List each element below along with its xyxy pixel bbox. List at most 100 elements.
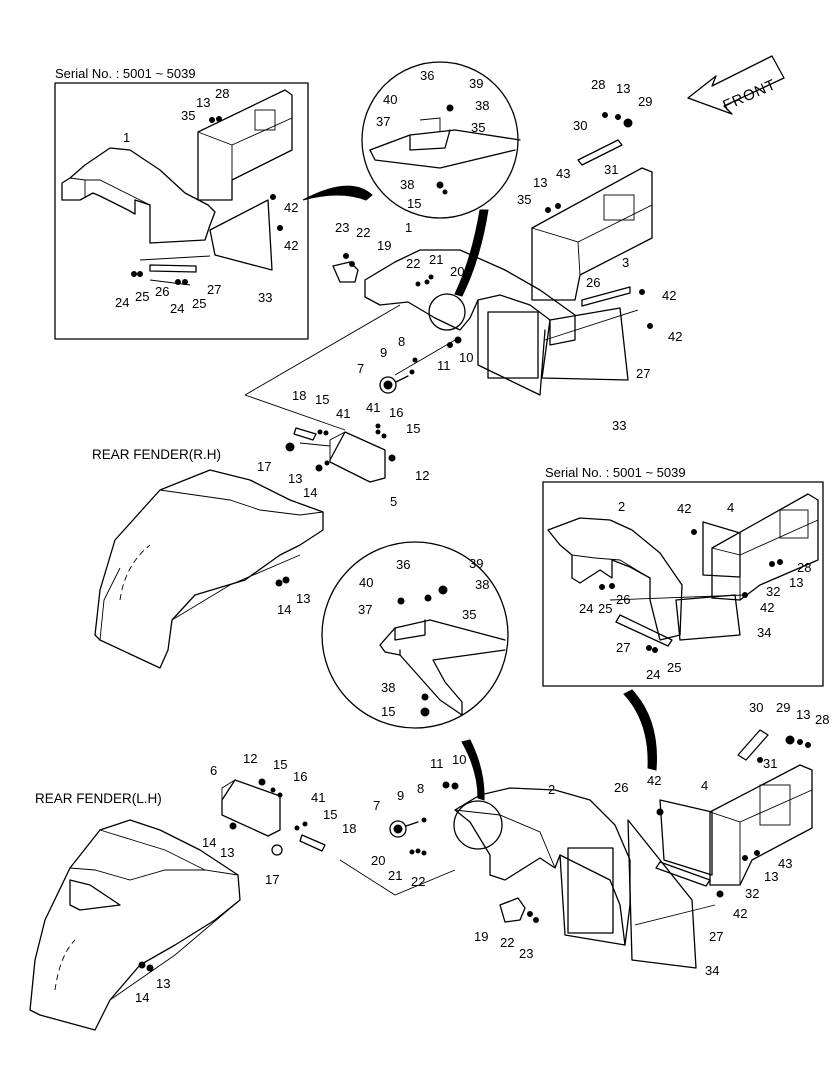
detail-circle-middle bbox=[321, 541, 657, 801]
callout: 13 bbox=[796, 707, 810, 722]
callout: 2 bbox=[548, 782, 555, 797]
callout: 28 bbox=[797, 560, 811, 575]
callout: 32 bbox=[745, 886, 759, 901]
rear-fender-lh-title: REAR FENDER(L.H) bbox=[35, 791, 162, 806]
callout: 26 bbox=[586, 275, 600, 290]
callout: 14 bbox=[303, 485, 317, 500]
callout: 34 bbox=[705, 963, 719, 978]
callout: 35 bbox=[471, 120, 485, 135]
callout: 23 bbox=[335, 220, 349, 235]
callout: 38 bbox=[475, 577, 489, 592]
serial-lh-title: Serial No. : 5001 ~ 5039 bbox=[545, 465, 686, 480]
callout: 14 bbox=[202, 835, 216, 850]
callout: 15 bbox=[406, 421, 420, 436]
callout: 32 bbox=[766, 584, 780, 599]
callout: 4 bbox=[727, 500, 734, 515]
callout: 14 bbox=[277, 602, 291, 617]
callout: 42 bbox=[760, 600, 774, 615]
callout: 30 bbox=[749, 700, 763, 715]
callout: 38 bbox=[381, 680, 395, 695]
rear-fender-rh-title: REAR FENDER(R.H) bbox=[92, 447, 221, 462]
front-label: FRONT bbox=[720, 76, 779, 115]
callout: 8 bbox=[398, 334, 405, 349]
callout: 38 bbox=[400, 177, 414, 192]
callout: 2 bbox=[618, 499, 625, 514]
front-arrow: FRONT bbox=[687, 55, 785, 115]
callout: 24 bbox=[579, 601, 593, 616]
callout: 28 bbox=[591, 77, 605, 92]
callout: 16 bbox=[293, 769, 307, 784]
callout: 10 bbox=[459, 350, 473, 365]
callout: 24 bbox=[115, 295, 129, 310]
callout: 13 bbox=[196, 95, 210, 110]
callout: 7 bbox=[373, 798, 380, 813]
callout: 26 bbox=[614, 780, 628, 795]
callout: 42 bbox=[733, 906, 747, 921]
callout: 42 bbox=[647, 773, 661, 788]
callout: 11 bbox=[437, 358, 451, 373]
callout: 24 bbox=[646, 667, 660, 682]
callout: 40 bbox=[383, 92, 397, 107]
callout: 15 bbox=[315, 392, 329, 407]
callout: 23 bbox=[519, 946, 533, 961]
callout: 42 bbox=[677, 501, 691, 516]
callout: 25 bbox=[192, 296, 206, 311]
callout: 9 bbox=[397, 788, 404, 803]
detail-circle-top bbox=[302, 61, 521, 297]
callout: 3 bbox=[622, 255, 629, 270]
callout: 39 bbox=[469, 556, 483, 571]
callout: 22 bbox=[411, 874, 425, 889]
callout: 28 bbox=[215, 86, 229, 101]
callout: 42 bbox=[284, 200, 298, 215]
callout: 8 bbox=[417, 781, 424, 796]
callout: 13 bbox=[156, 976, 170, 991]
callout: 35 bbox=[462, 607, 476, 622]
callout: 41 bbox=[336, 406, 350, 421]
callout: 35 bbox=[517, 192, 531, 207]
callout: 10 bbox=[452, 752, 466, 767]
callout: 35 bbox=[181, 108, 195, 123]
callout: 22 bbox=[406, 256, 420, 271]
serial-rh-title: Serial No. : 5001 ~ 5039 bbox=[55, 66, 196, 81]
callout: 33 bbox=[258, 290, 272, 305]
callout: 33 bbox=[612, 418, 626, 433]
callout: 4 bbox=[701, 778, 708, 793]
callout-labels: 1 13 28 35 42 42 33 24 25 26 24 25 27 36… bbox=[115, 68, 829, 1005]
callout: 1 bbox=[123, 130, 130, 145]
callout: 7 bbox=[357, 361, 364, 376]
callout: 13 bbox=[764, 869, 778, 884]
callout: 22 bbox=[356, 225, 370, 240]
callout: 9 bbox=[380, 345, 387, 360]
callout: 19 bbox=[474, 929, 488, 944]
callout: 20 bbox=[450, 264, 464, 279]
callout: 17 bbox=[265, 872, 279, 887]
callout: 1 bbox=[405, 220, 412, 235]
callout: 22 bbox=[500, 935, 514, 950]
fender-2-assembly bbox=[339, 729, 813, 969]
callout: 12 bbox=[415, 468, 429, 483]
rear-fender-rh bbox=[94, 423, 396, 669]
callout: 14 bbox=[135, 990, 149, 1005]
callout: 43 bbox=[556, 166, 570, 181]
callout: 21 bbox=[429, 252, 443, 267]
callout: 13 bbox=[220, 845, 234, 860]
callout: 26 bbox=[616, 592, 630, 607]
callout: 5 bbox=[390, 494, 397, 509]
callout: 37 bbox=[376, 114, 390, 129]
callout: 13 bbox=[288, 471, 302, 486]
callout: 27 bbox=[636, 366, 650, 381]
callout: 17 bbox=[257, 459, 271, 474]
callout: 15 bbox=[323, 807, 337, 822]
callout: 25 bbox=[598, 601, 612, 616]
callout: 36 bbox=[396, 557, 410, 572]
callout: 13 bbox=[533, 175, 547, 190]
callout: 25 bbox=[667, 660, 681, 675]
callout: 41 bbox=[311, 790, 325, 805]
callout: 30 bbox=[573, 118, 587, 133]
callout: 24 bbox=[170, 301, 184, 316]
callout: 38 bbox=[475, 98, 489, 113]
callout: 15 bbox=[407, 196, 421, 211]
callout: 6 bbox=[210, 763, 217, 778]
